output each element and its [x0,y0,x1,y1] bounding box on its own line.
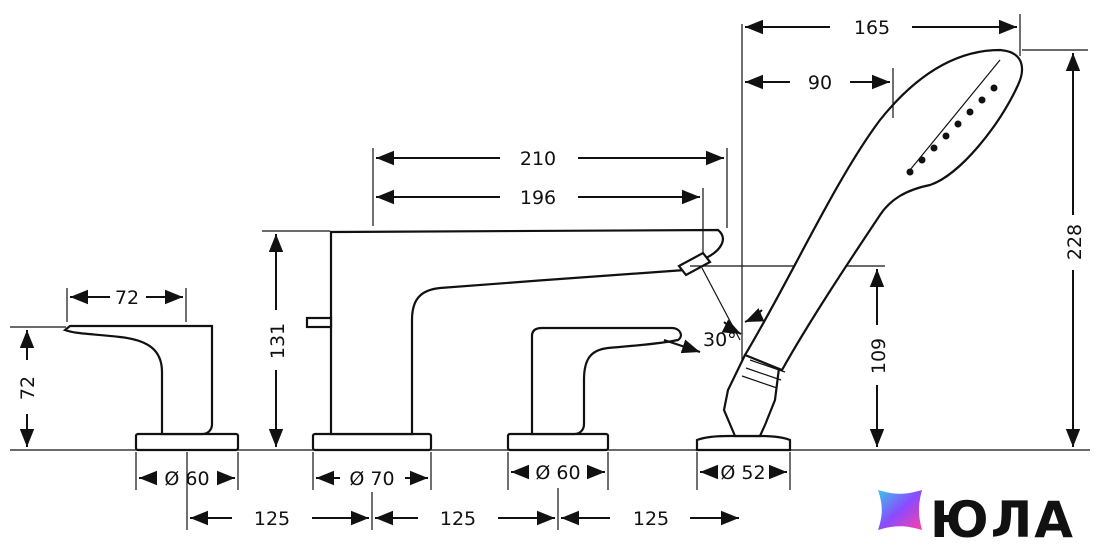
dim-handshower-height: 228 [1064,224,1086,260]
dim-angle: 30° [703,329,737,351]
hand-shower [695,48,1024,452]
dim-spout-reach-inner: 196 [520,187,556,209]
spout [305,228,724,452]
dim-spout-base-diameter: Ø 70 [349,468,394,490]
shower-nozzles [906,84,998,176]
dim-arrow [663,339,701,354]
dim-spacing-3: 125 [633,508,669,530]
dim-handshower-mid-reach: 90 [808,72,832,94]
angle-arc [721,319,742,335]
yula-logo: ЮЛА [878,490,1075,547]
logo-text: ЮЛА [930,491,1075,547]
dim-handshower-base-diameter: Ø 52 [720,462,765,484]
dim-handshower-top-reach: 165 [854,17,890,39]
dim-handle-left-width: 72 [115,287,139,309]
dim-spacing-1: 125 [254,508,290,530]
left-handle [62,324,240,452]
dim-spout-reach-outer: 210 [520,148,556,170]
dim-handle-left-height: 72 [17,376,39,400]
angle-arc [744,308,765,323]
dim-spout-outlet-height: 109 [868,338,890,374]
logo-star-icon [878,490,922,530]
right-handle [506,326,682,452]
dim-spout-height: 131 [267,323,289,359]
dim-spacing-2: 125 [440,508,476,530]
dim-base-right-diameter: Ø 60 [535,462,580,484]
